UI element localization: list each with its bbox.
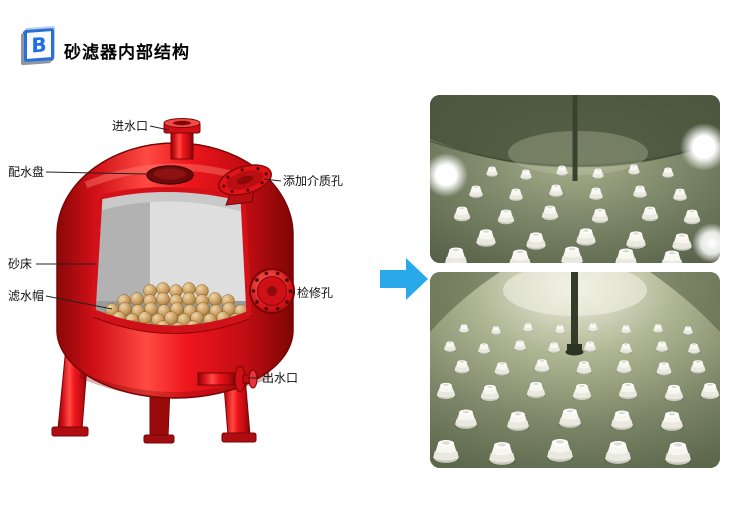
filter-diagram: 进水口 配水盘 添加介质孔 砂床 滤水帽 检修孔 出水口 [0,85,380,505]
tank-illustration [36,118,296,444]
label-sand-bed: 砂床 [8,257,33,271]
section-badge: B [24,27,54,63]
center-pipe [571,272,578,350]
header: B 砂滤器内部结构 [0,0,750,75]
label-water-outlet: 出水口 [262,371,299,385]
section-badge-letter: B [24,27,54,63]
arrow-icon [380,258,428,300]
photo-tank-interior-top [430,95,720,263]
label-inspection-port: 检修孔 [297,286,334,300]
media-fill-port [218,164,272,196]
label-filter-nozzle-cap: 滤水帽 [8,289,45,303]
tank-cutaway [90,186,252,334]
label-water-inlet: 进水口 [112,119,149,133]
photo-tank-interior-bottom [430,272,720,468]
right-arrow-shape [380,258,428,300]
outlet-pipe [197,365,258,393]
distribution-plate [146,165,194,185]
label-distribution-plate: 配水盘 [8,165,45,179]
center-pipe [572,95,578,181]
page-title: 砂滤器内部结构 [64,43,190,63]
leader-lines [36,125,296,379]
inspection-port [249,268,295,314]
inlet-pipe [163,118,201,160]
label-media-fill-port: 添加介质孔 [283,174,344,188]
